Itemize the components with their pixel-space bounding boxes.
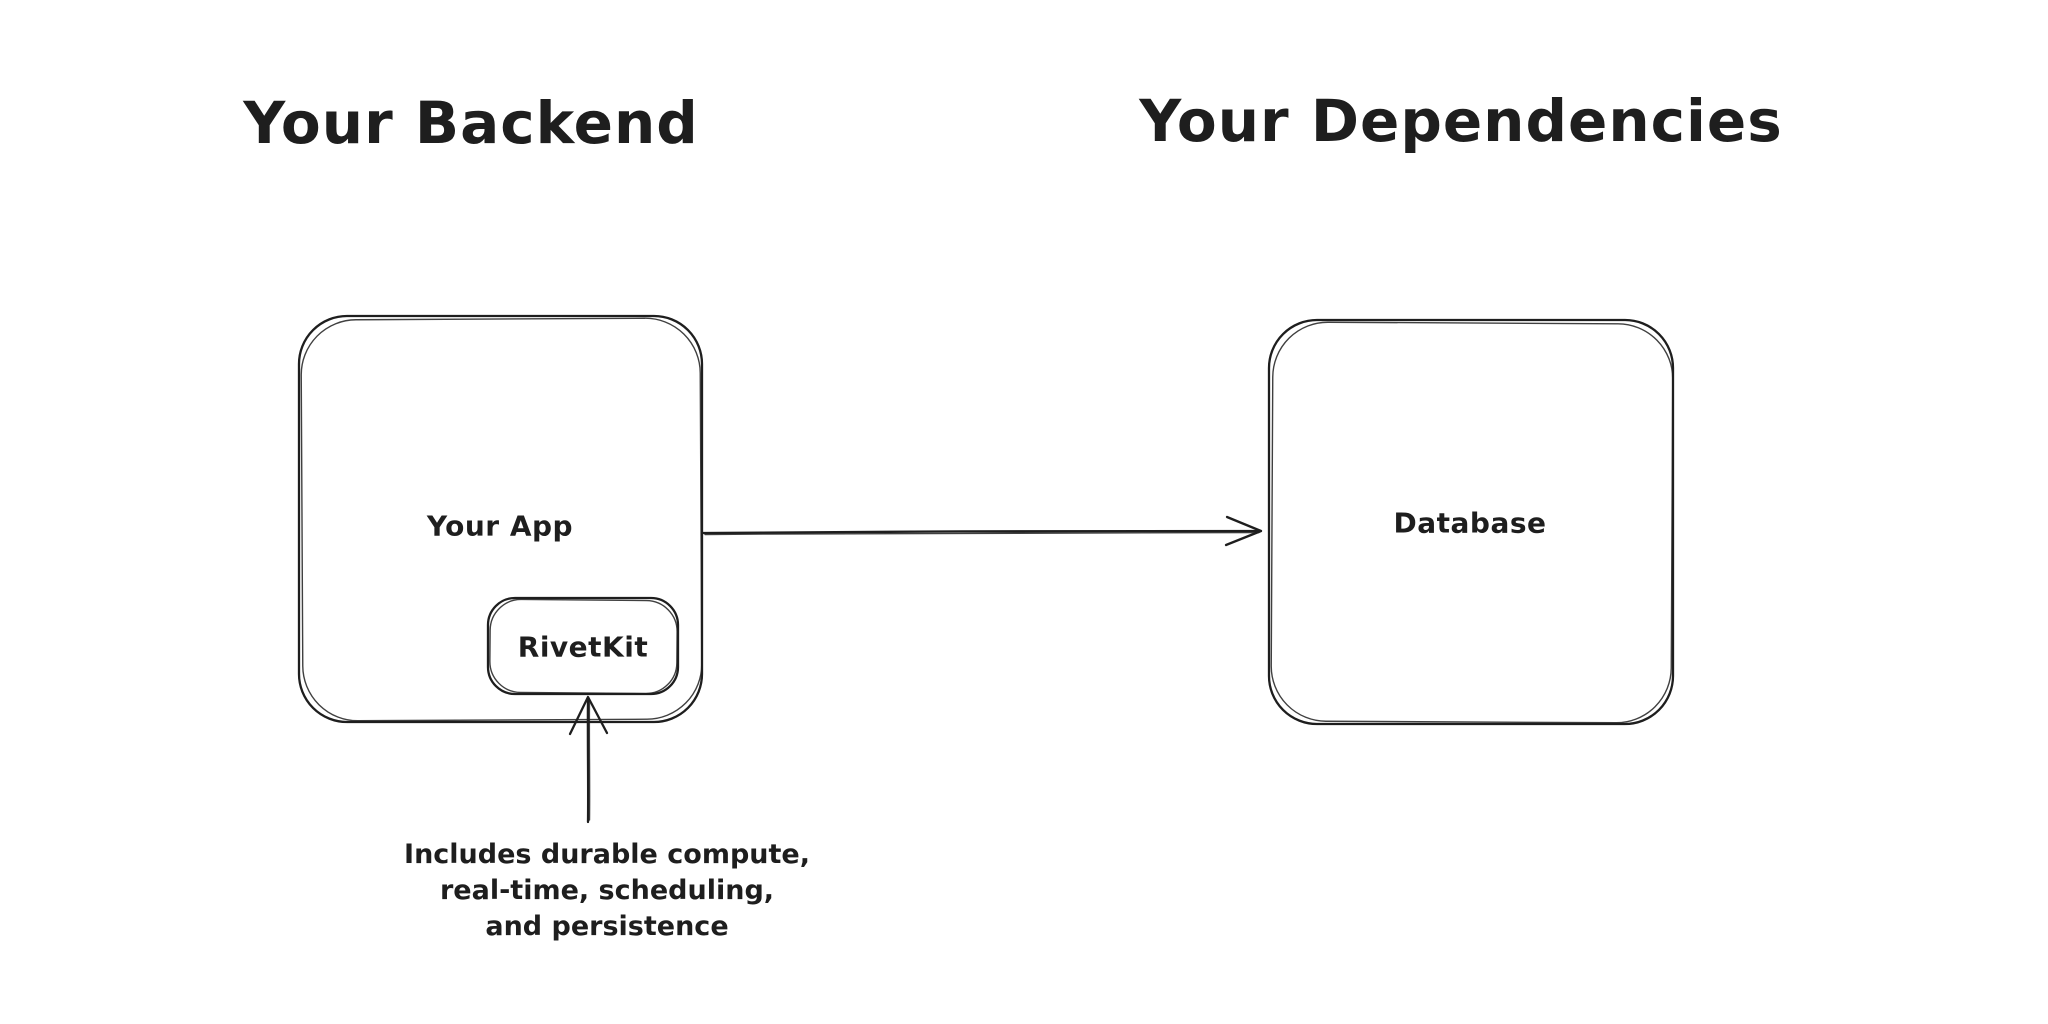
arrow-right-icon xyxy=(701,515,1263,547)
your-app-box-label: Your App xyxy=(426,509,574,543)
database-box xyxy=(1267,318,1675,726)
rivetkit-box xyxy=(486,596,680,696)
rivetkit-annotation: Includes durable compute, real-time, sch… xyxy=(404,837,810,945)
your-app-box xyxy=(297,314,704,724)
dependencies-section-title: Your Dependencies xyxy=(1139,87,1783,155)
annotation-line-2: real-time, scheduling, xyxy=(439,875,775,906)
rivetkit-box-label: RivetKit xyxy=(517,630,649,664)
arrow-up-icon xyxy=(568,695,609,824)
database-box-label: Database xyxy=(1393,506,1547,540)
annotation-line-1: Includes durable compute, xyxy=(404,839,810,870)
backend-section-title: Your Backend xyxy=(243,89,699,157)
annotation-line-3: and persistence xyxy=(485,911,729,942)
